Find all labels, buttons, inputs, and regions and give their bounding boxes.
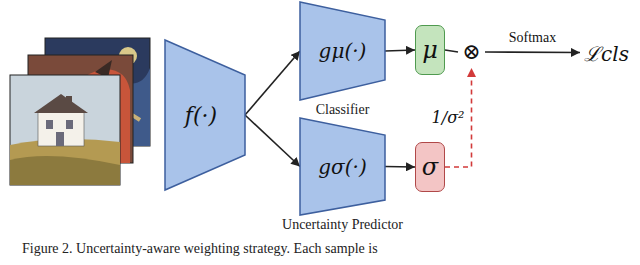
node-label: ⊗ — [462, 39, 480, 65]
node-label: gμ(·) — [319, 39, 367, 63]
trapezoid-shape — [165, 40, 245, 190]
loss-term: ℒcls — [580, 36, 633, 69]
node-heading: Uncertainty Predictor — [282, 217, 403, 233]
classifier-trapezoid: gμ(·)Classifier — [300, 2, 385, 100]
encoder-trapezoid: f(·) — [165, 40, 245, 190]
node-label: f(·) — [185, 103, 217, 128]
image-front — [10, 75, 120, 185]
trapezoid-shape — [300, 2, 385, 100]
connector — [445, 50, 458, 52]
figure-caption: Figure 2. Uncertainty-aware weighting st… — [22, 241, 378, 257]
trapezoid-shape — [300, 118, 385, 215]
node-label: gσ(·) — [318, 155, 366, 179]
node-label: σ — [422, 153, 438, 181]
connector — [385, 166, 415, 168]
mean-box: μ — [415, 25, 445, 75]
node-label: ℒcls — [584, 39, 629, 66]
connector — [245, 51, 300, 115]
connector — [385, 50, 415, 51]
sigma-box: σ — [415, 142, 445, 192]
node-heading: Classifier — [316, 102, 370, 118]
connector — [485, 51, 580, 53]
edge-label: Softmax — [507, 30, 558, 46]
node-label: μ — [422, 36, 438, 64]
connector — [245, 115, 300, 167]
uncertainty-trapezoid: gσ(·)Uncertainty Predictor — [300, 118, 385, 215]
multiply-symbol: ⊗ — [458, 36, 485, 68]
edge-label: 1/σ² — [430, 108, 467, 127]
